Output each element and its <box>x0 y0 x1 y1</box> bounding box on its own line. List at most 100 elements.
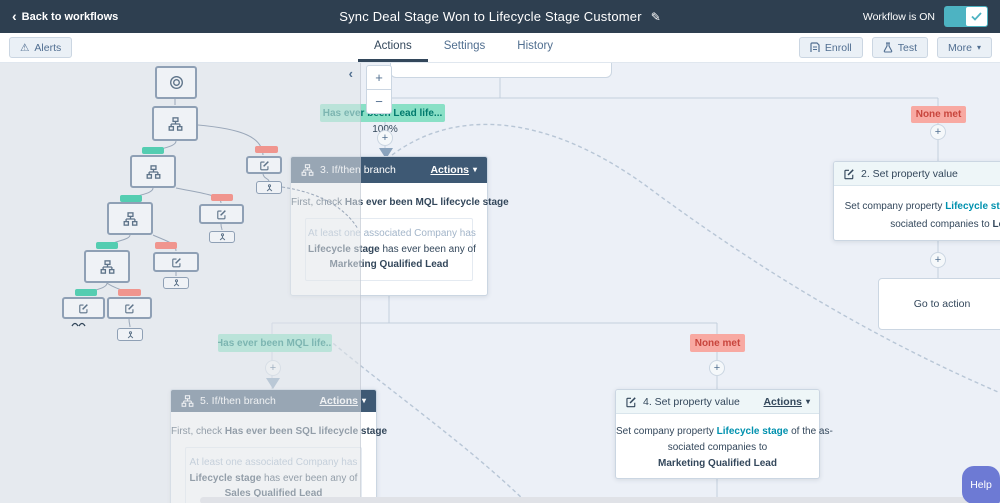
minimap-panel[interactable]: ‹ <box>0 63 361 503</box>
edit-icon <box>259 160 269 170</box>
test-label: Test <box>897 41 918 54</box>
minimap-met-pill[interactable] <box>120 195 142 202</box>
add-action-button-3[interactable]: + <box>930 252 946 268</box>
minimap-goto-node[interactable] <box>163 277 189 289</box>
branch-none-met-label-bottom[interactable]: None met <box>690 334 745 352</box>
minimap-set-property-node[interactable] <box>153 252 199 272</box>
minimap-branch-node[interactable] <box>152 106 198 141</box>
enroll-button[interactable]: Enroll <box>798 37 863 58</box>
caret-down-icon: ▾ <box>472 165 477 174</box>
branch-icon <box>168 116 182 131</box>
card-top-partial[interactable] <box>390 63 612 78</box>
add-action-button-2[interactable]: + <box>930 124 946 140</box>
branch-met-percent: 100% <box>360 124 410 135</box>
enroll-icon <box>810 42 820 52</box>
workflow-on-toggle[interactable] <box>944 6 988 27</box>
branch-icon <box>146 164 160 179</box>
card-2-body: Set company property Lifecycle stage of … <box>834 186 1000 234</box>
minimap-met-pill[interactable] <box>142 147 164 154</box>
minimap-goto-node[interactable] <box>256 181 282 194</box>
workflow-status-label: Workflow is ON <box>862 10 935 23</box>
tab-bar: Actions Settings History <box>358 33 569 62</box>
goto-icon <box>127 330 133 338</box>
property-link[interactable]: Lifecycle stage <box>945 201 1000 212</box>
go-to-action-label: Go to action <box>913 298 971 310</box>
page-title: Sync Deal Stage Won to Lifecycle Stage C… <box>339 9 642 24</box>
card-2-title: 2. Set property value <box>861 167 958 180</box>
check-icon <box>971 12 982 21</box>
nav-actions: Enroll Test More ▾ <box>798 37 992 58</box>
edit-icon <box>626 396 636 407</box>
card-4-header: 4. Set property value Actions ▾ <box>616 390 819 414</box>
minimap-goto-node[interactable] <box>209 231 235 243</box>
minimap-set-property-node[interactable] <box>246 156 282 174</box>
enrollment-target-icon <box>169 76 183 89</box>
add-action-button-5[interactable]: + <box>709 360 725 376</box>
goto-icon <box>219 233 225 241</box>
card-4-body: Set company property Lifecycle stage of … <box>616 426 833 469</box>
minimap-branch-node[interactable] <box>130 155 176 188</box>
add-action-button-1[interactable]: + <box>377 130 393 146</box>
branch-icon <box>123 211 137 226</box>
edit-icon <box>217 209 226 219</box>
top-bar: ‹ Back to workflows Sync Deal Stage Won … <box>0 0 1000 33</box>
card-2-header: 2. Set property value Actions ▾ <box>834 162 1000 186</box>
tab-settings[interactable]: Settings <box>443 40 486 52</box>
minimap-set-property-node[interactable] <box>62 297 105 319</box>
property-link[interactable]: Lifecycle stage <box>716 426 789 437</box>
minimap-met-pill[interactable] <box>96 242 118 249</box>
edit-icon <box>125 303 134 313</box>
horizontal-scrollbar[interactable] <box>200 497 1000 503</box>
back-to-workflows-link[interactable]: ‹ Back to workflows <box>12 7 119 24</box>
minimap-squiggle <box>71 322 86 327</box>
workflow-title-wrap: Sync Deal Stage Won to Lifecycle Stage C… <box>339 9 661 24</box>
edit-icon <box>171 257 181 267</box>
alerts-button[interactable]: ⚠ Alerts <box>9 37 73 58</box>
help-button[interactable]: Help <box>962 466 1000 503</box>
edit-icon <box>79 303 88 313</box>
minimap-goto-node[interactable] <box>117 328 143 341</box>
goto-icon <box>173 279 179 287</box>
tab-actions[interactable]: Actions <box>358 33 428 62</box>
go-to-action-card[interactable]: Go to action <box>878 278 1000 330</box>
minimap-branch-node[interactable] <box>84 250 130 283</box>
branch-none-met-label-top[interactable]: None met <box>911 106 966 123</box>
more-button[interactable]: More ▾ <box>937 37 992 58</box>
minimap-met-pill[interactable] <box>75 289 97 296</box>
alerts-label: Alerts <box>34 41 62 54</box>
minimap-branch-node[interactable] <box>107 202 153 235</box>
caret-down-icon: ▾ <box>976 42 981 52</box>
minimap-none-met-pill[interactable] <box>155 242 177 249</box>
goto-dashed-curves <box>327 123 1000 503</box>
edit-title-icon[interactable]: ✎ <box>650 9 661 24</box>
zoom-out-button[interactable]: − <box>366 89 392 114</box>
card-2-set-property-value[interactable]: 2. Set property value Actions ▾ Set comp… <box>833 161 1000 241</box>
card-4-actions-menu[interactable]: Actions ▾ <box>763 395 810 408</box>
enroll-label: Enroll <box>824 41 852 54</box>
minimap-enrollment-node[interactable] <box>155 66 197 99</box>
chevron-left-icon: ‹ <box>12 7 17 24</box>
warning-icon: ⚠ <box>20 41 30 54</box>
minimap-none-met-pill[interactable] <box>211 194 233 201</box>
minimap-set-property-node[interactable] <box>199 204 244 224</box>
toggle-knob <box>966 7 987 26</box>
back-label: Back to workflows <box>21 10 119 23</box>
test-button[interactable]: Test <box>871 37 929 58</box>
edit-icon <box>844 168 854 179</box>
branch-icon <box>100 259 114 274</box>
card-4-title: 4. Set property value <box>643 395 740 408</box>
more-label: More <box>948 41 972 54</box>
card-4-set-property-value[interactable]: 4. Set property value Actions ▾ Set comp… <box>615 389 833 479</box>
flask-icon <box>883 42 893 53</box>
sub-nav: ⚠ Alerts Actions Settings History Enroll <box>0 33 1000 63</box>
tab-history[interactable]: History <box>517 40 554 52</box>
card-3-actions-menu[interactable]: Actions ▾ <box>430 164 477 176</box>
minimap-none-met-pill[interactable] <box>118 289 141 296</box>
minimap-none-met-pill[interactable] <box>255 146 278 153</box>
workflow-canvas[interactable]: Has ever been Lead life... 100% + None m… <box>0 63 1000 503</box>
minimap-set-property-node[interactable] <box>107 297 152 319</box>
minimap-collapse-button[interactable]: ‹ <box>348 66 353 81</box>
zoom-in-button[interactable]: + <box>366 65 392 90</box>
goto-icon <box>266 183 272 191</box>
